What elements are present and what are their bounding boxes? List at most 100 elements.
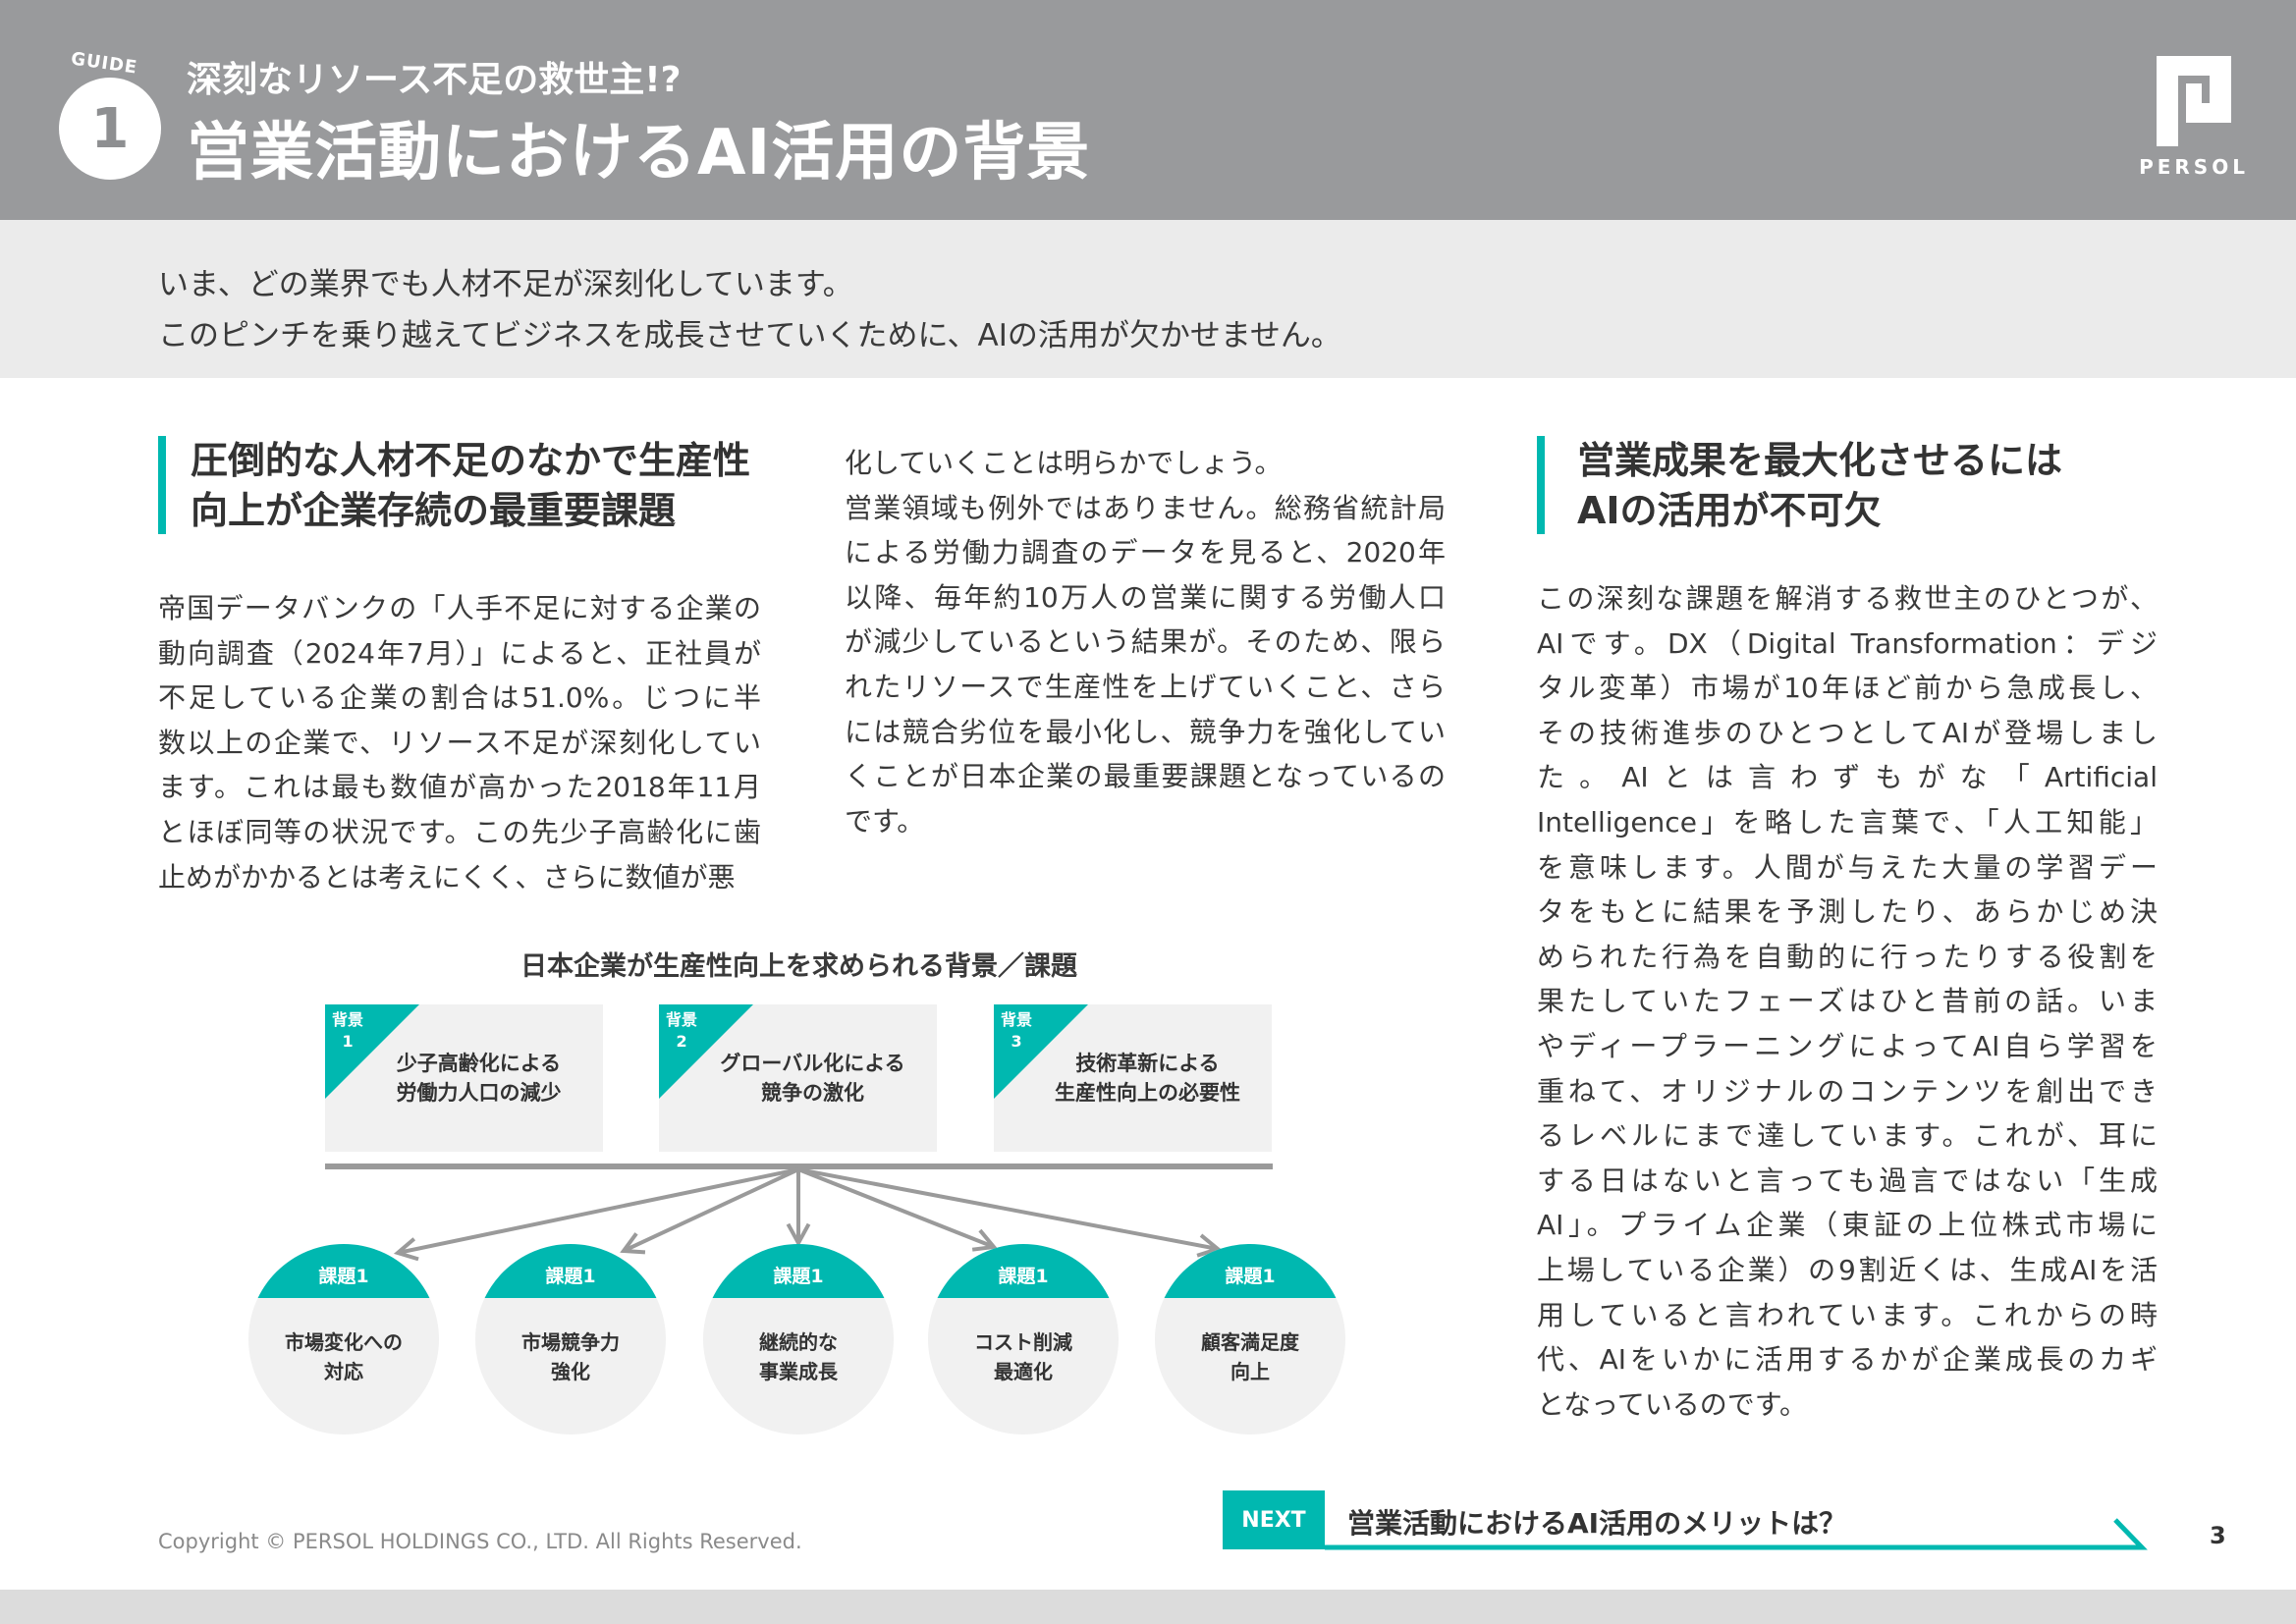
background-text: グローバル化による競争の激化: [659, 1049, 937, 1108]
issue-circle: 課題1 顧客満足度向上: [1155, 1244, 1345, 1435]
issue-cap: [928, 1244, 1119, 1298]
background-text: 技術革新による生産性向上の必要性: [994, 1049, 1272, 1108]
right-heading: 営業成果を最大化させるには AIの活用が不可欠: [1577, 436, 2062, 536]
text-line: を意味します。人間が与えた大量の学習デー: [1537, 850, 2158, 884]
text-line: Intelligence」を略した言葉で、「人工知能」: [1537, 805, 2158, 839]
arrow-line: [623, 1167, 799, 1253]
next-link[interactable]: 営業活動におけるAI活用のメリットは？: [1347, 1507, 1847, 1540]
text-line: AI」。プライム企業（東証の上位株式市場に: [1537, 1209, 2158, 1242]
heading-accent-bar: [158, 436, 166, 534]
footer-band: [0, 1590, 2296, 1624]
guide-number-badge: 1: [59, 78, 161, 180]
text-line: には競合劣位を最小化し、競争力を強化してい: [845, 715, 1446, 748]
corner-ribbon-icon: [659, 1004, 753, 1099]
text-line: 代、AIをいかに活用するかが企業成長のカギ: [1537, 1343, 2158, 1377]
tag-label: 背景: [666, 1010, 698, 1029]
text-line: 生産性向上の必要性: [1055, 1081, 1240, 1105]
copyright: Copyright © PERSOL HOLDINGS CO., LTD. Al…: [158, 1530, 802, 1553]
background-tag: 背景 3: [1001, 1009, 1032, 1053]
heading-line: 営業成果を最大化させるには: [1577, 439, 2063, 482]
text-line: です。: [845, 804, 925, 838]
tag-number: 2: [676, 1032, 687, 1051]
intro-line: いま、どの業界でも人材不足が深刻化しています。: [158, 267, 853, 302]
left-heading: 圧倒的な人材不足のなかで生産性 向上が企業存続の最重要課題: [191, 436, 750, 536]
issue-cap: [248, 1244, 439, 1298]
arrowhead-icon: [786, 1222, 811, 1248]
text-line: くことが日本企業の最重要課題となっているの: [845, 760, 1446, 793]
issue-tag: 課題1: [318, 1266, 369, 1287]
corner-ribbon-icon: [994, 1004, 1088, 1099]
text-line: 上場している企業）の9割近くは、生成AIを活: [1537, 1253, 2158, 1286]
issue-text: 市場変化への対応: [248, 1327, 439, 1386]
text-line: グローバル化による: [720, 1052, 905, 1075]
heading-line: 圧倒的な人材不足のなかで生産性: [191, 439, 751, 482]
middle-body-text: 化していくことは明らかでしょう。営業領域も例外ではありません。総務省統計局による…: [845, 441, 1446, 843]
text-line: その技術進歩のひとつとしてAIが登場しまし: [1537, 716, 2158, 749]
diagram-divider: [325, 1164, 1273, 1169]
issue-text: 継続的な事業成長: [703, 1327, 894, 1386]
text-line: められた行為を自動的に行ったりする役割を: [1537, 940, 2158, 973]
text-line: コスト削減: [974, 1330, 1072, 1354]
text-line: やディープラーニングによってAI自ら学習を: [1537, 1029, 2158, 1062]
issue-circle: 課題1 市場変化への対応: [248, 1244, 439, 1435]
text-line: 顧客満足度: [1201, 1330, 1299, 1354]
text-line: とほぼ同等の状況です。この先少子高齢化に歯: [158, 815, 761, 848]
page-number: 3: [2210, 1522, 2226, 1549]
logo-text: PERSOL: [2139, 155, 2249, 179]
arrow-line: [797, 1167, 995, 1249]
text-line: 化していくことは明らかでしょう。: [845, 447, 1283, 479]
text-line: 数以上の企業で、リソース不足が深刻化してい: [158, 726, 761, 759]
heading-line: AIの活用が不可欠: [1577, 489, 1882, 532]
issue-text: 顧客満足度向上: [1155, 1327, 1345, 1386]
text-line: 強化: [551, 1360, 590, 1383]
text-line: れたリソースで生産性を上げていくこと、さら: [845, 670, 1446, 703]
intro-line: このピンチを乗り越えてビジネスを成長させていくために、AIの活用が欠かせません。: [158, 318, 1341, 353]
text-line: AIです。DX（Digital Transformation：デジ: [1537, 626, 2158, 660]
issue-tag: 課題1: [773, 1266, 824, 1287]
corner-ribbon-icon: [325, 1004, 419, 1099]
issue-tag: 課題1: [1225, 1266, 1276, 1287]
text-line: 技術革新による: [1075, 1052, 1220, 1075]
text-line: 帝国データバンクの「人手不足に対する企業の: [158, 592, 761, 624]
tag-number: 3: [1011, 1032, 1022, 1051]
text-line: 競争の激化: [761, 1081, 864, 1105]
text-line: この深刻な課題を解消する救世主のひとつが、: [1537, 582, 2158, 615]
text-line: 動向調査（2024年7月）」によると、正社員が: [158, 636, 761, 670]
persol-logo-icon: [2157, 56, 2231, 146]
background-card: 背景 2 グローバル化による競争の激化: [659, 1004, 937, 1152]
issue-tag: 課題1: [545, 1266, 596, 1287]
issue-cap: [1155, 1244, 1345, 1298]
tag-number: 1: [342, 1032, 354, 1051]
text-line: 以降、毎年約10万人の営業に関する労働人口: [845, 580, 1446, 614]
text-line: 市場変化への: [285, 1330, 403, 1354]
text-line: 不足している企業の割合は51.0%。じつに半: [158, 681, 761, 715]
issue-text: 市場競争力強化: [475, 1327, 666, 1386]
intro-band: いま、どの業界でも人材不足が深刻化しています。 このピンチを乗り越えてビジネスを…: [0, 220, 2296, 378]
page-title: 営業活動におけるAI活用の背景: [187, 117, 1091, 189]
text-line: 止めがかかるとは考えにくく、さらに数値が悪: [158, 860, 736, 893]
next-label: NEXT: [1223, 1490, 1325, 1549]
heading-line: 向上が企業存続の最重要課題: [191, 489, 677, 532]
right-body-text: この深刻な課題を解消する救世主のひとつが、 AIです。DX（Digital Tra…: [1537, 576, 2158, 1427]
diagram-title: 日本企業が生産性向上を求められる背景／課題: [520, 951, 1077, 982]
issue-cap: [475, 1244, 666, 1298]
text-line: 向上: [1230, 1360, 1270, 1383]
text-line: 労働力人口の減少: [396, 1081, 562, 1105]
background-card: 背景 3 技術革新による生産性向上の必要性: [994, 1004, 1272, 1152]
text-line: た。AIとは言わずもがな「Artificial: [1537, 761, 2158, 794]
background-text: 少子高齢化による労働力人口の減少: [325, 1049, 603, 1108]
page-subtitle: 深刻なリソース不足の救世主!?: [187, 60, 682, 100]
text-line: する日はないと言っても過言ではない「生成: [1537, 1164, 2158, 1197]
tag-label: 背景: [1001, 1010, 1033, 1029]
text-line: ます。これは最も数値が高かった2018年11月: [158, 771, 761, 804]
text-line: 継続的な: [759, 1330, 838, 1354]
issue-cap: [703, 1244, 894, 1298]
text-line: による労働力調査のデータを見ると、2020年: [845, 536, 1446, 569]
issue-tag: 課題1: [998, 1266, 1049, 1287]
arrow-line: [397, 1167, 799, 1255]
text-line: タル変革）市場が10年ほど前から急成長し、: [1537, 672, 2158, 705]
text-line: が減少しているという結果が。そのため、限ら: [845, 625, 1446, 659]
text-line: るレベルにまで達しています。これが、耳に: [1537, 1119, 2158, 1153]
